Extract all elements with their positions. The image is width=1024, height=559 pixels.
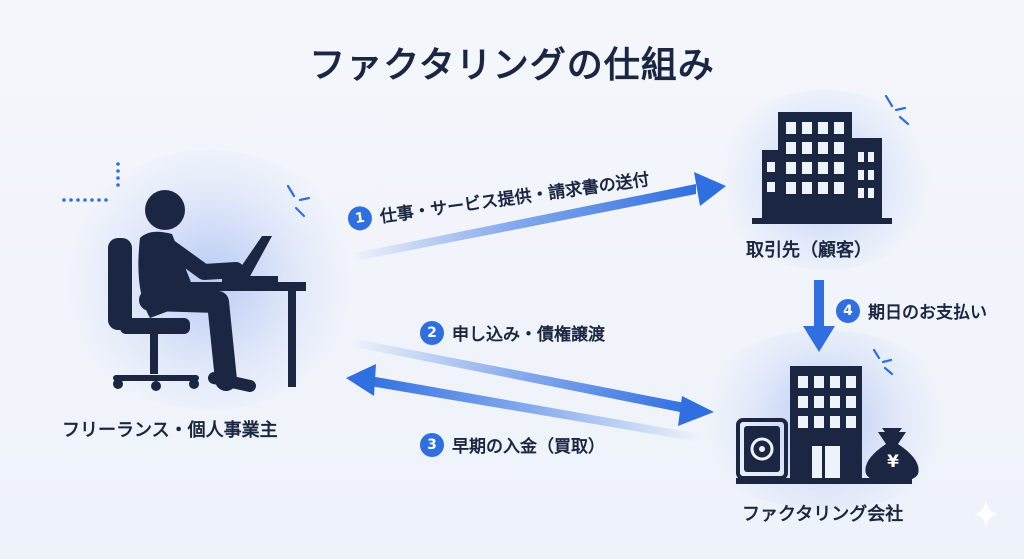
arrow-3 <box>346 364 700 442</box>
factoring-label: ファクタリング会社 <box>742 504 904 525</box>
client-label: 取引先（顧客） <box>746 240 872 261</box>
step-4-badge: 4 <box>836 298 860 323</box>
sparkle-star-icon <box>974 500 998 528</box>
sparkle-icon <box>286 94 910 376</box>
decor-dots <box>62 162 120 202</box>
step-2: 2 申し込み・債権譲渡 <box>420 320 605 345</box>
step-3-label: 早期の入金（買取） <box>452 437 605 457</box>
freelancer-label: フリーランス・個人事業主 <box>62 420 278 441</box>
person-at-desk-icon <box>108 190 306 392</box>
step-4: 4 期日のお支払い <box>836 298 987 323</box>
arrow-2 <box>350 338 714 426</box>
bank-building-icon <box>736 366 912 484</box>
office-building-icon <box>752 112 892 224</box>
step-2-badge: 2 <box>420 320 444 345</box>
money-bag-icon <box>865 428 919 482</box>
safe-icon <box>736 418 788 480</box>
step-2-label: 申し込み・債権譲渡 <box>452 325 605 345</box>
page-title: ファクタリングの仕組み <box>309 45 715 86</box>
yen-symbol: ¥ <box>887 452 899 472</box>
step-1-badge: 1 <box>346 204 374 232</box>
step-4-label: 期日のお支払い <box>868 303 987 323</box>
arrow-1 <box>350 172 726 262</box>
step-3-badge: 3 <box>420 432 444 457</box>
step-3: 3 早期の入金（買取） <box>420 432 605 457</box>
arrow-4 <box>803 280 835 352</box>
